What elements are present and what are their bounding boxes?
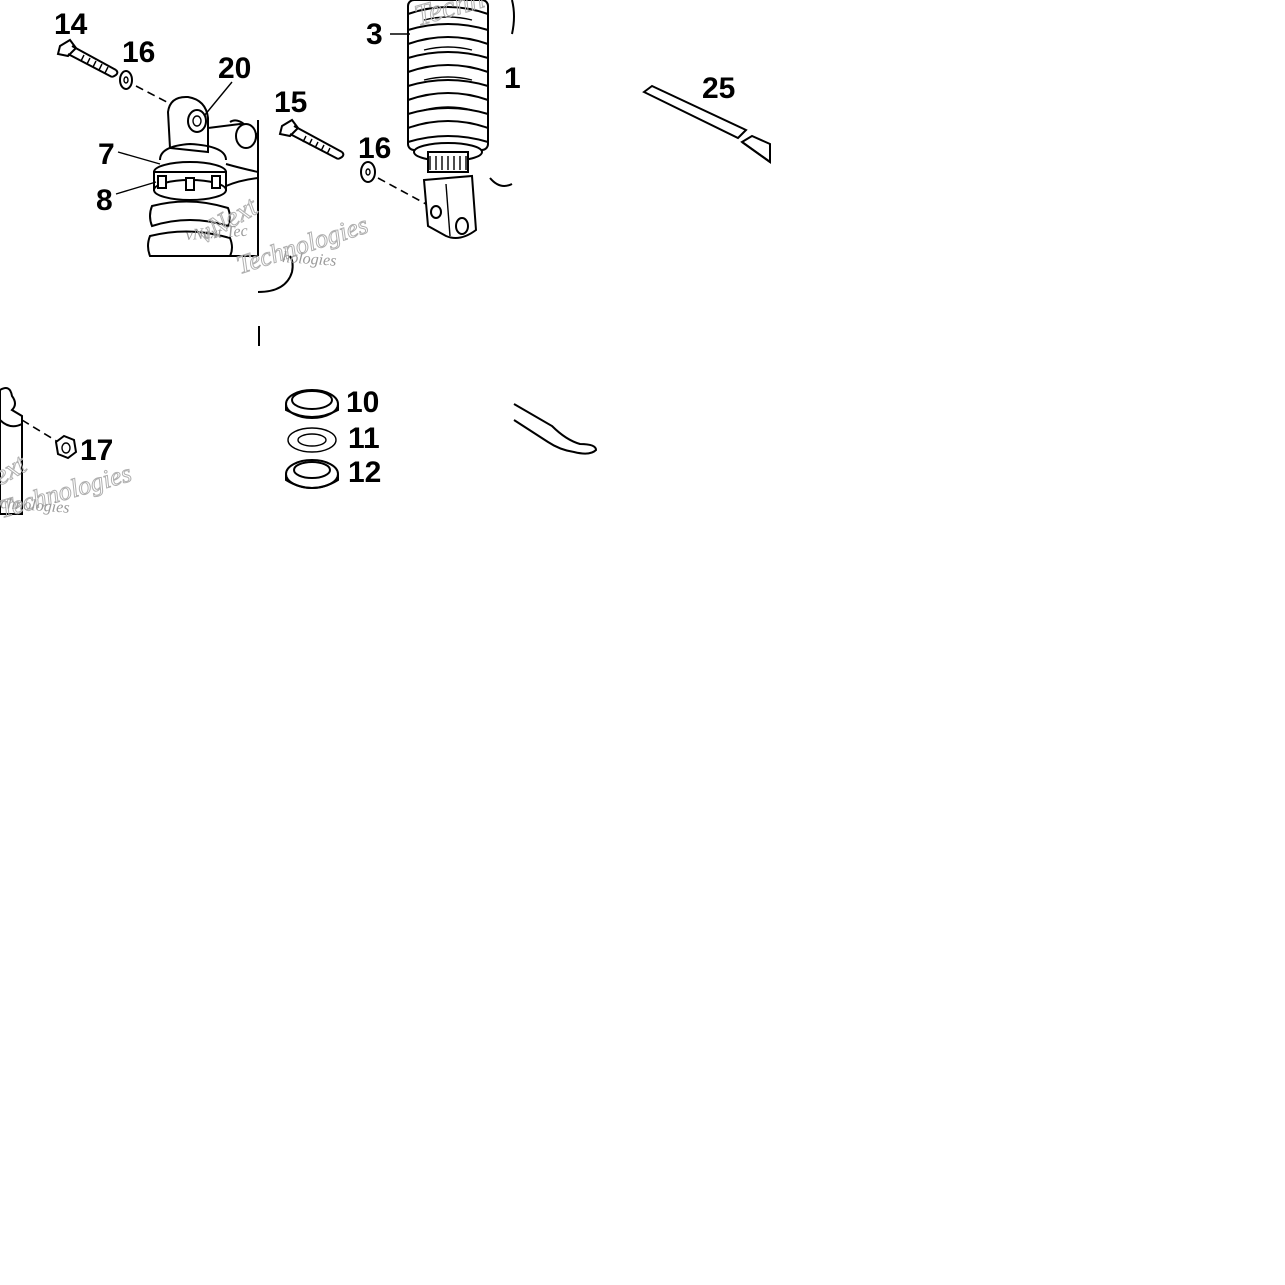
- partial-outline-part: [257, 255, 294, 346]
- seal-12-part: [285, 459, 339, 489]
- callout-14: 14: [54, 8, 88, 41]
- shock-top-eye-part: [166, 95, 259, 154]
- seal-10-part: [285, 389, 339, 419]
- shock-body-lower-part: [0, 387, 78, 515]
- seal-stack: [285, 389, 339, 489]
- callout-17: 17: [80, 434, 113, 467]
- callout-7: 7: [98, 138, 115, 171]
- lower-shock-assembly: [278, 0, 515, 239]
- spring-collar-part: [153, 161, 227, 201]
- callout-12: 12: [348, 456, 381, 489]
- upper-shock-assembly: [56, 38, 259, 257]
- callout-10: 10: [346, 386, 379, 419]
- watermark-text: hologies: [282, 249, 337, 270]
- watermark-text: chnologies: [0, 495, 70, 517]
- callout-11: 11: [348, 422, 380, 455]
- callout-20: 20: [218, 52, 251, 85]
- spanner-wrench-part: [513, 403, 598, 455]
- bolt-15-part: [278, 118, 345, 160]
- bolt-14-part: [56, 38, 119, 78]
- callout-labels: 14 16 20 7 8 15 16 3 1 25 10 11 12 17: [54, 8, 735, 489]
- callout-16b: 16: [358, 132, 391, 165]
- washer-16b-part: [360, 161, 376, 183]
- callout-16: 16: [122, 36, 155, 69]
- washer-16-part: [119, 70, 133, 90]
- callout-3: 3: [366, 18, 383, 51]
- clevis-part: [422, 174, 478, 239]
- callout-1: 1: [504, 62, 521, 95]
- seal-11-part: [287, 427, 337, 453]
- watermark-text: vNext Tec: [185, 223, 248, 244]
- main-spring-part: [407, 0, 489, 151]
- strip-25-part: [642, 84, 771, 164]
- callout-15: 15: [274, 86, 307, 119]
- nut-17-part: [54, 434, 78, 460]
- spring-coils-part: [147, 200, 258, 257]
- callout-25: 25: [702, 72, 735, 105]
- callout-8: 8: [96, 184, 113, 217]
